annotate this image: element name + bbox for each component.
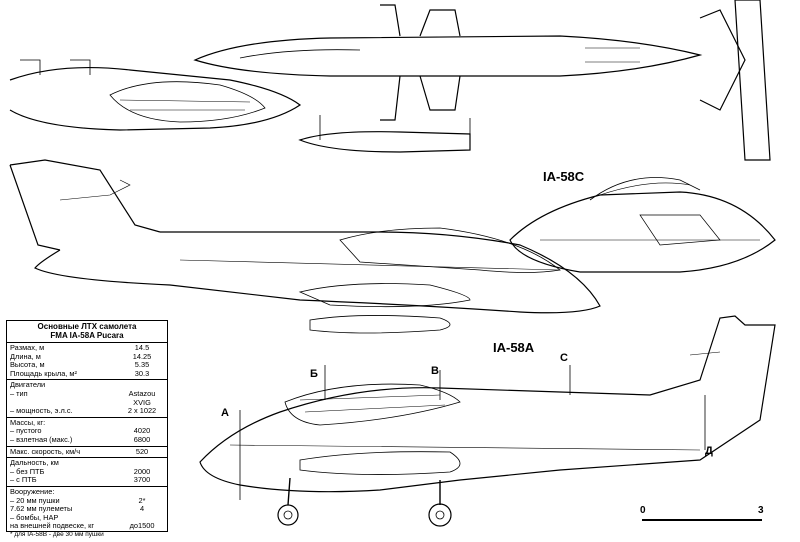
specs-header: Основные ЛТХ самолета FMA IA-58A Pucara xyxy=(7,321,167,343)
side-view-bottom xyxy=(199,315,776,527)
specs-table: Основные ЛТХ самолета FMA IA-58A Pucara … xyxy=(6,320,168,538)
top-view-ia58c xyxy=(193,0,771,161)
canopy-detail xyxy=(9,59,302,131)
side-view-ia58c xyxy=(509,177,776,273)
spec-row: – мощность, э.л.с.2 x 1022 xyxy=(10,406,157,416)
scale-start: 0 xyxy=(640,505,646,516)
specs-subtitle: FMA IA-58A Pucara xyxy=(50,331,124,340)
side-view-long xyxy=(9,159,601,334)
section-d-label: Д xyxy=(705,445,713,457)
specs-title: Основные ЛТХ самолета xyxy=(37,322,137,331)
specs-footnote: * для IA-58B - две 30 мм пушки xyxy=(10,530,104,538)
section-b-label: Б xyxy=(310,368,318,380)
section-a-label: А xyxy=(221,407,229,419)
section-v-label: В xyxy=(431,365,439,377)
spec-row: – взлетная (макс.)6800 xyxy=(10,434,151,444)
scale-end: 3 xyxy=(758,505,764,516)
scale-line xyxy=(642,519,762,521)
label-ia58c: IA-58C xyxy=(543,169,585,184)
label-ia58a: IA-58A xyxy=(493,340,535,355)
spec-row: – бомбы, НАР xyxy=(10,512,59,522)
scale-bar: 0 3 xyxy=(638,505,768,527)
section-s-label: С xyxy=(560,352,568,364)
